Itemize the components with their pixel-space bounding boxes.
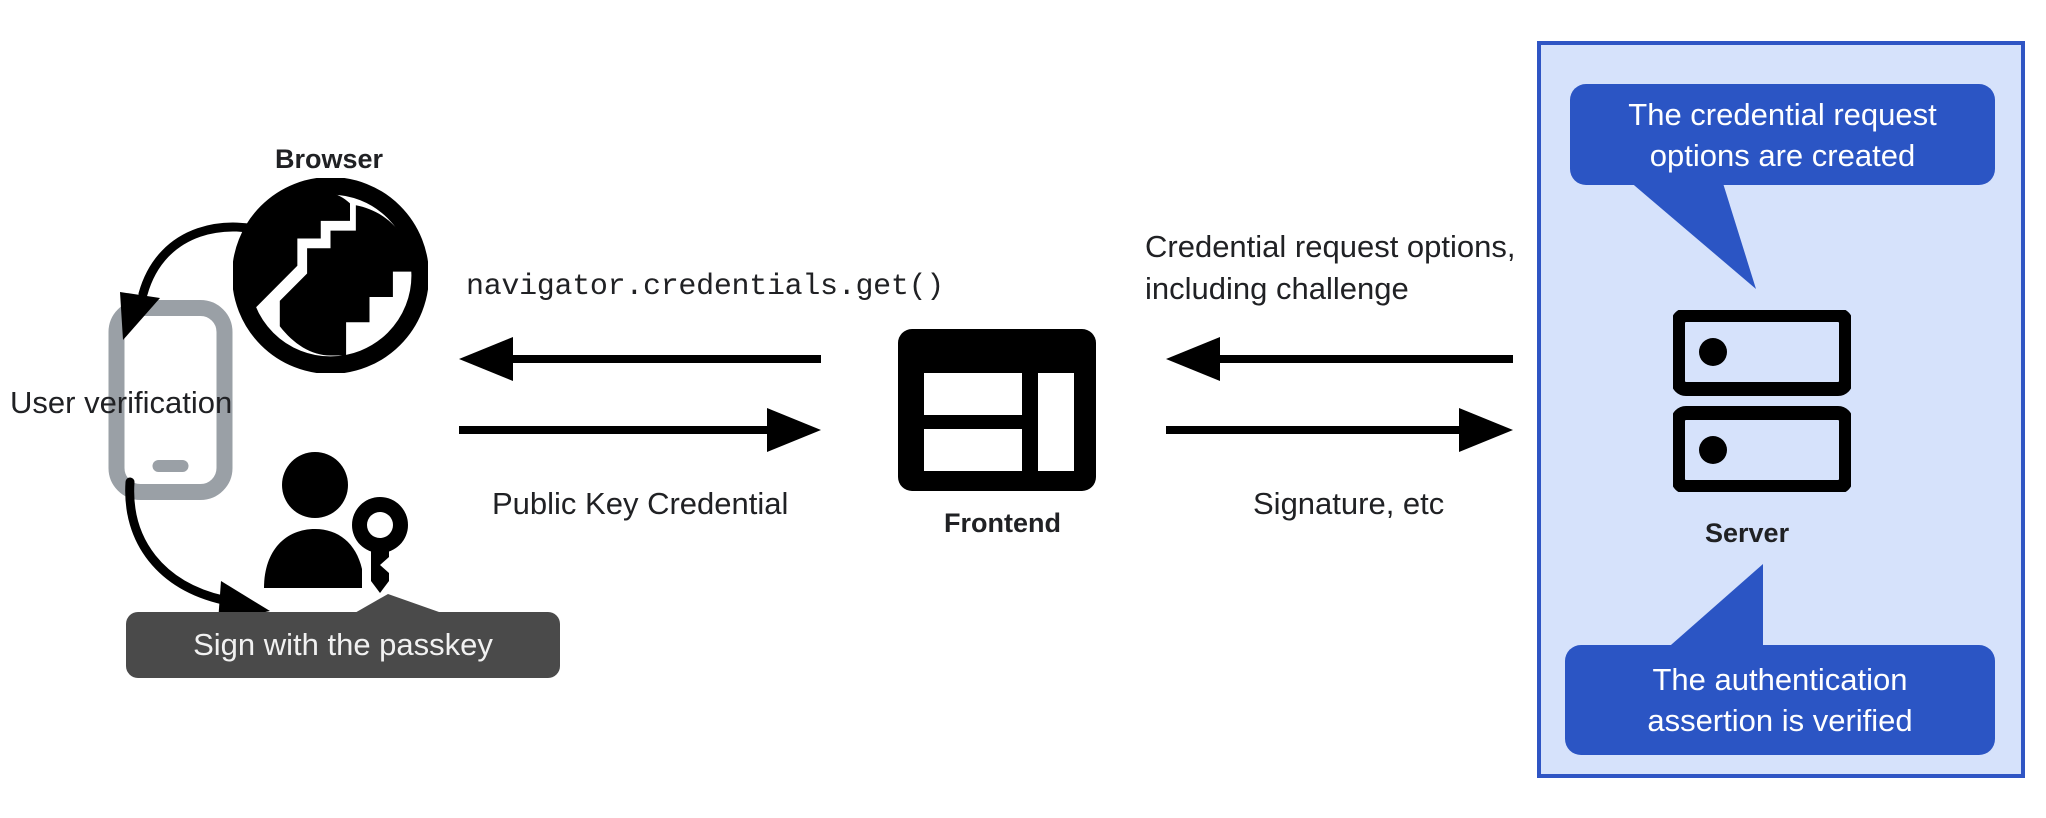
- callout-bottom-line-1: The authentication: [1652, 662, 1908, 697]
- callout-top-line-1: The credential request: [1628, 96, 1937, 132]
- flow-label-navigator-credentials-get: navigator.credentials.get(): [466, 270, 944, 304]
- globe-icon: [233, 178, 428, 373]
- arrow-server-to-frontend-icon: [1162, 335, 1517, 383]
- web-layout-icon: [898, 329, 1096, 491]
- smartphone-icon: [108, 300, 233, 500]
- flow-label-line-2: including challenge: [1145, 271, 1409, 306]
- person-with-key-icon: [258, 445, 421, 597]
- arrow-frontend-to-browser-icon: [455, 335, 825, 383]
- arrow-browser-to-phone-icon: [90, 212, 280, 382]
- callout-top-line-2: options are created: [1649, 137, 1916, 173]
- callout-bottom-line-2: assertion is verified: [1647, 703, 1913, 738]
- callout-credential-request-options: The credential request options are creat…: [1570, 84, 1995, 185]
- user-verification-label: User verification: [10, 385, 233, 420]
- server-rack-icon: [1673, 310, 1851, 492]
- flow-label-public-key-credential: Public Key Credential: [492, 486, 789, 521]
- flow-label-credential-request-options: Credential request options, including ch…: [1145, 226, 1545, 310]
- browser-label: Browser: [275, 144, 384, 174]
- frontend-label: Frontend: [944, 508, 1061, 538]
- flow-label-line-1: Credential request options,: [1145, 229, 1516, 264]
- passkey-tooltip-text: Sign with the passkey: [193, 627, 493, 662]
- passkey-tooltip: Sign with the passkey: [126, 612, 560, 678]
- callout-top-tail: [1570, 84, 1995, 289]
- arrow-phone-to-user-icon: [118, 470, 318, 650]
- flow-label-signature-etc: Signature, etc: [1253, 486, 1445, 521]
- callout-authentication-assertion-verified: The authentication assertion is verified: [1565, 645, 1995, 755]
- server-label: Server: [1705, 518, 1790, 548]
- arrow-frontend-to-server-icon: [1162, 406, 1517, 454]
- arrow-browser-to-frontend-icon: [455, 406, 825, 454]
